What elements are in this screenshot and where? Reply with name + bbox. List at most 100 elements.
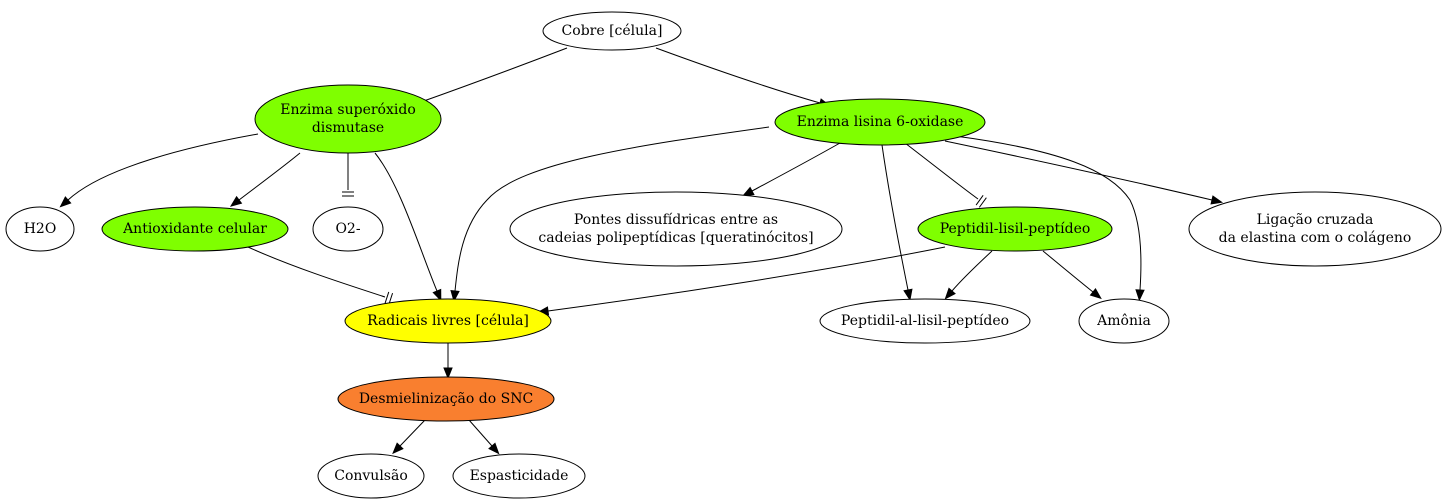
node-amonia: Amônia bbox=[1078, 298, 1170, 344]
node-label: Enzima lisina 6-oxidase bbox=[797, 114, 964, 130]
arrowhead bbox=[1135, 289, 1145, 302]
edge-cobre-lox bbox=[655, 47, 831, 108]
edge-line bbox=[881, 144, 909, 291]
node-label: cadeias polipeptídicas [queratinócitos] bbox=[538, 230, 813, 246]
node-shape bbox=[5, 206, 75, 252]
node-label: Ligação cruzada bbox=[1257, 212, 1374, 228]
edge-lox-radicais bbox=[450, 126, 770, 303]
node-antiox: Antioxidante celular bbox=[101, 206, 289, 252]
edge-line bbox=[944, 140, 1213, 201]
node-h2o: H2O bbox=[5, 206, 75, 252]
edge-peptidil-amonia bbox=[1042, 250, 1102, 300]
edge-line bbox=[954, 135, 1142, 291]
edge-line bbox=[399, 419, 426, 447]
node-label: da elastina com o colágeno bbox=[1219, 230, 1412, 246]
edge-cobre-sod bbox=[410, 47, 568, 107]
arrowhead bbox=[432, 288, 442, 302]
arrowhead bbox=[903, 288, 913, 302]
edge-line bbox=[751, 142, 841, 192]
inhibition-marker bbox=[342, 191, 354, 197]
node-shape bbox=[317, 453, 425, 499]
node-shape bbox=[101, 206, 289, 252]
node-shape bbox=[344, 298, 552, 344]
edge-line bbox=[655, 47, 821, 104]
node-lox: Enzima lisina 6-oxidase bbox=[774, 98, 986, 146]
node-shape bbox=[542, 11, 682, 51]
node-espasticidade: Espasticidade bbox=[452, 453, 586, 499]
node-shape bbox=[819, 298, 1031, 344]
node-label: Enzima superóxido bbox=[280, 102, 416, 118]
arrowhead bbox=[392, 442, 404, 455]
arrowhead bbox=[1089, 287, 1102, 300]
node-shape bbox=[917, 206, 1113, 252]
arrowhead bbox=[450, 290, 460, 303]
edge-line bbox=[238, 152, 301, 201]
edge-sod-h2o bbox=[59, 133, 259, 208]
edge-sod-radicais bbox=[374, 152, 442, 302]
node-label: Radicais livres [célula] bbox=[367, 313, 529, 329]
arrowhead bbox=[488, 442, 500, 455]
inhibition-marker bbox=[975, 195, 987, 208]
nodes-layer: Cobre [célula] Enzima superóxido dismutase… bbox=[5, 11, 1442, 499]
node-label: Espasticidade bbox=[470, 468, 569, 484]
node-shape bbox=[509, 191, 843, 267]
node-label: Pontes dissufídricas entre as bbox=[574, 212, 778, 228]
node-label: O2- bbox=[335, 221, 360, 237]
node-label: H2O bbox=[24, 221, 57, 237]
node-label: Antioxidante celular bbox=[122, 221, 267, 237]
node-shape bbox=[452, 453, 586, 499]
node-shape bbox=[337, 376, 555, 422]
arrowhead bbox=[741, 186, 755, 197]
node-o2: O2- bbox=[312, 206, 384, 252]
edge-line bbox=[1042, 250, 1094, 293]
node-ligacao: Ligação cruzada da elastina com o colágen… bbox=[1188, 191, 1442, 267]
edge-lox-peptidil_al bbox=[881, 144, 913, 302]
node-desmiel: Desmielinização do SNC bbox=[337, 376, 555, 422]
edge-lox-peptidil bbox=[904, 142, 987, 208]
node-shape bbox=[254, 84, 442, 154]
arrowhead bbox=[443, 367, 453, 380]
edge-line bbox=[420, 47, 568, 103]
node-label: Cobre [célula] bbox=[562, 23, 663, 39]
arrowhead bbox=[944, 287, 956, 300]
edge-line bbox=[468, 419, 493, 447]
edge-desmiel-convulsao bbox=[392, 419, 426, 455]
node-label: Amônia bbox=[1096, 313, 1151, 329]
node-label: Peptidil-lisil-peptídeo bbox=[940, 221, 1091, 237]
edge-line bbox=[374, 152, 438, 292]
node-label: Desmielinização do SNC bbox=[359, 391, 533, 407]
node-shape bbox=[774, 98, 986, 146]
edge-sod-o2 bbox=[342, 153, 354, 197]
edge-sod-antiox bbox=[229, 152, 301, 207]
node-shape bbox=[1188, 191, 1442, 267]
edge-line bbox=[904, 142, 979, 200]
edge-peptidil-peptidil_al bbox=[944, 250, 993, 300]
node-label: Peptidil-al-lisil-peptídeo bbox=[841, 313, 1009, 329]
edge-line bbox=[67, 133, 259, 201]
node-sod: Enzima superóxido dismutase bbox=[254, 84, 442, 154]
edge-line bbox=[247, 246, 386, 298]
edge-lox-ligacao bbox=[944, 140, 1224, 205]
node-shape bbox=[1078, 298, 1170, 344]
node-shape bbox=[312, 206, 384, 252]
arrowhead bbox=[1210, 195, 1224, 205]
edge-line bbox=[454, 126, 770, 292]
node-label: dismutase bbox=[312, 120, 384, 136]
arrowhead bbox=[59, 196, 72, 208]
edge-antiox-radicais bbox=[247, 246, 394, 305]
node-radicais: Radicais livres [célula] bbox=[344, 298, 552, 344]
edge-desmiel-espasticidade bbox=[468, 419, 500, 455]
edge-lox-amonia bbox=[954, 135, 1145, 302]
edge-radicais-desmiel bbox=[443, 343, 453, 380]
edge-line bbox=[547, 246, 946, 312]
arrowhead bbox=[229, 195, 243, 207]
edge-line bbox=[951, 250, 993, 292]
node-convulsao: Convulsão bbox=[317, 453, 425, 499]
edge-lox-pontes bbox=[741, 142, 841, 197]
node-pontes: Pontes dissufídricas entre as cadeias pol… bbox=[509, 191, 843, 267]
node-peptidil_al: Peptidil-al-lisil-peptídeo bbox=[819, 298, 1031, 344]
node-cobre: Cobre [célula] bbox=[542, 11, 682, 51]
node-label: Convulsão bbox=[334, 468, 408, 484]
node-peptidil: Peptidil-lisil-peptídeo bbox=[917, 206, 1113, 252]
